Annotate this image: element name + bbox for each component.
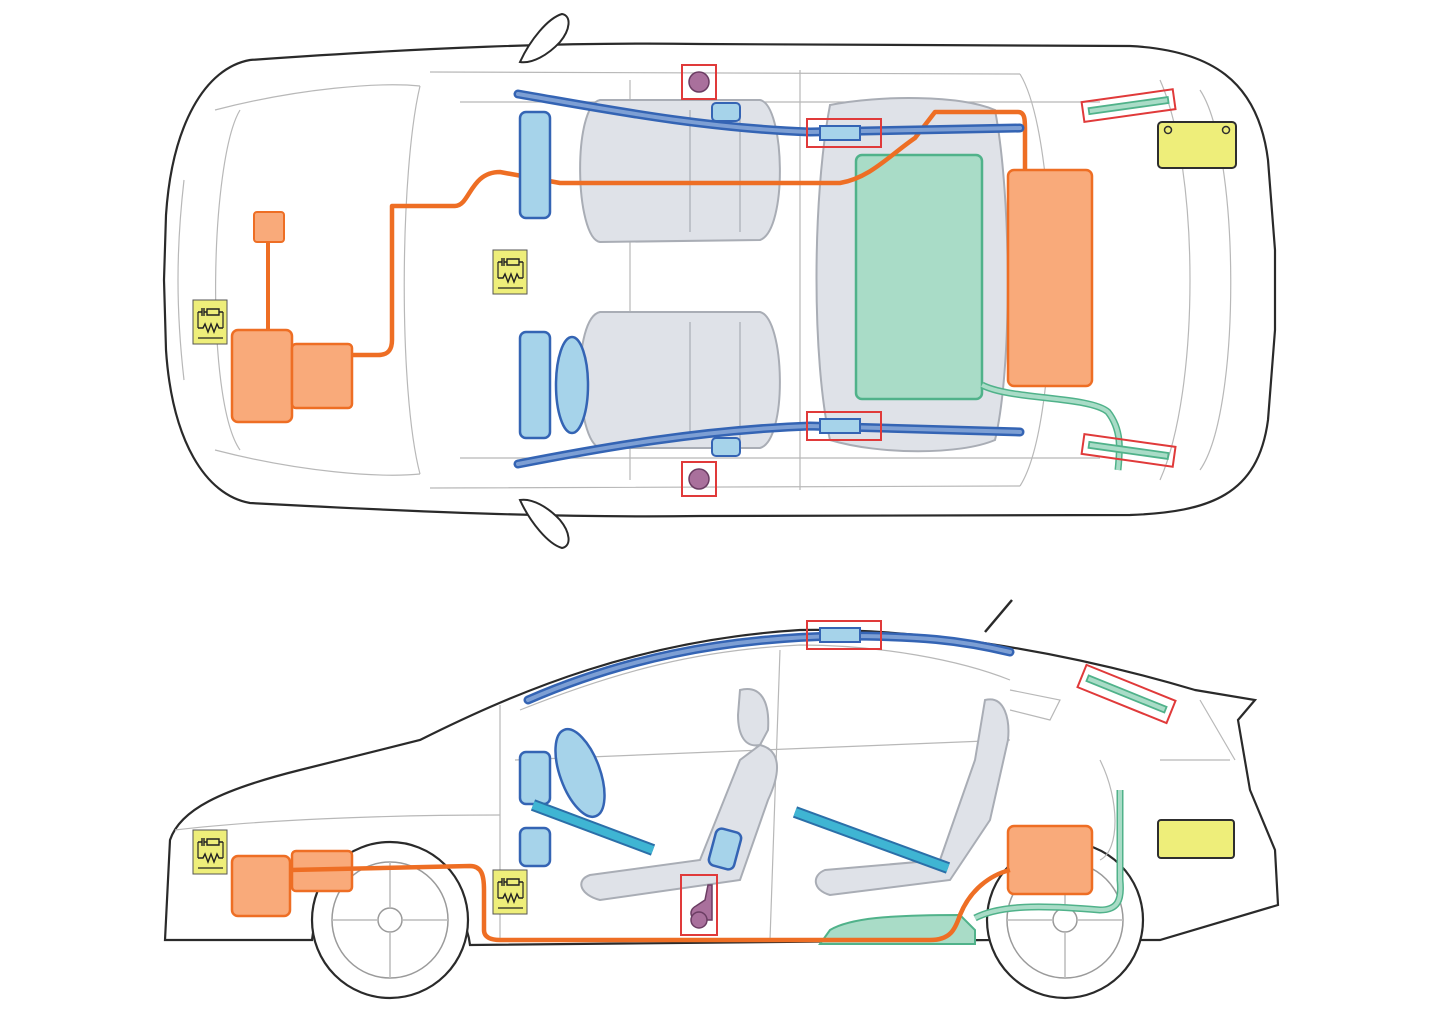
hv-battery-side <box>1006 824 1094 896</box>
gas-strut-top-right <box>1080 432 1177 468</box>
resistor-module-side-center <box>492 869 528 915</box>
seatbelt-pretensioner-side <box>680 874 718 936</box>
inflator-side <box>806 620 882 650</box>
airbag-sensor-top-left <box>681 64 717 100</box>
top-view <box>162 12 1277 550</box>
right-mirror-top <box>518 498 570 550</box>
inverter-top <box>230 328 294 424</box>
side-view <box>163 599 1280 1000</box>
side-airbag-top-right <box>711 437 741 457</box>
frontal-airbag-driver-top <box>518 110 552 220</box>
resistor-module-top-front <box>192 299 228 345</box>
side-view-rear-seat <box>814 698 1010 897</box>
converter-top <box>290 342 354 410</box>
inverter-side <box>230 854 292 918</box>
left-mirror-top <box>518 12 570 64</box>
front-seat-right <box>579 311 781 449</box>
gas-strut-side <box>1076 663 1177 725</box>
frontal-airbag-passenger-top <box>518 330 552 440</box>
resistor-module-top-center <box>492 249 528 295</box>
hv-battery-top <box>1006 168 1094 388</box>
airbag-sensor-top-right <box>681 461 717 497</box>
high-voltage-cable-side <box>289 863 1011 943</box>
side-airbag-top-left <box>711 102 741 122</box>
resistor-module-side-front <box>192 829 228 875</box>
dc-unit-top <box>253 211 285 243</box>
fuel-tank-top <box>854 153 984 401</box>
12v-battery-top <box>1157 121 1237 169</box>
passenger-airbag-side <box>554 727 606 819</box>
side-airbag-seat <box>707 827 743 871</box>
gas-strut-top-left <box>1080 88 1177 124</box>
knee-airbag-side <box>518 826 552 868</box>
knee-airbag-top <box>554 335 590 435</box>
inflator-top-left <box>806 118 882 148</box>
antenna <box>984 599 1013 633</box>
12v-battery-side <box>1157 819 1235 859</box>
frontal-airbag-driver-side <box>518 750 552 806</box>
inflator-top-right <box>806 411 882 441</box>
high-voltage-cable-top <box>352 109 1028 358</box>
